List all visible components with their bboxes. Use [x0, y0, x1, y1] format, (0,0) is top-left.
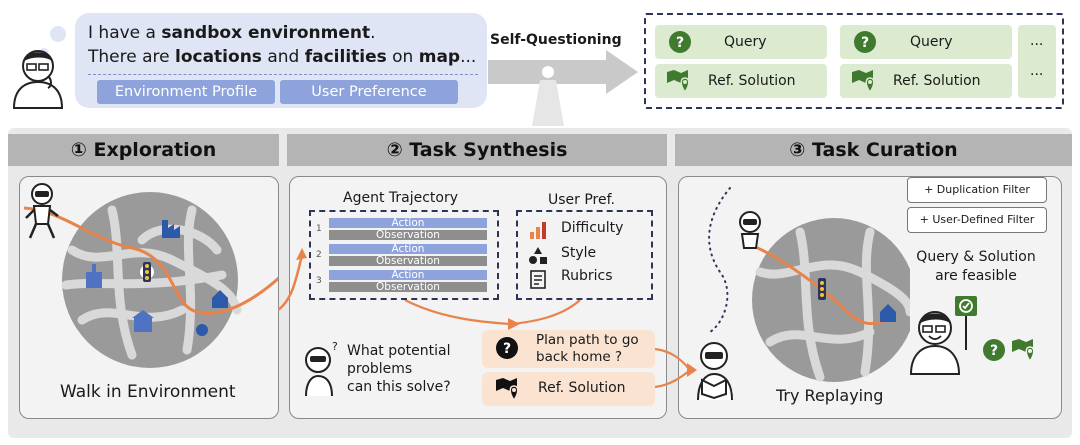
pref-rubrics: Rubrics	[561, 268, 613, 284]
map-pin-icon	[1012, 339, 1035, 363]
question-icon: ?	[669, 31, 691, 53]
pref-style: Style	[561, 245, 597, 261]
action-bar: Action	[329, 218, 487, 228]
bubble-divider	[88, 74, 478, 75]
exploration-caption: Walk in Environment	[60, 382, 236, 402]
thinking-robot-icon: ?	[305, 340, 338, 397]
robot-icon	[739, 211, 761, 249]
svg-text:?: ?	[861, 35, 869, 51]
question-icon: ?	[854, 31, 876, 53]
pref-title: User Pref.	[548, 192, 615, 208]
action-bar: Action	[329, 270, 487, 280]
step-number: 2	[316, 250, 322, 260]
duplication-filter: + Duplication Filter	[907, 177, 1047, 203]
question-line: problems	[347, 361, 413, 377]
happy-person-icon	[909, 296, 977, 375]
feasible-line: Query & Solution	[916, 249, 1036, 265]
question-icon: ?	[496, 337, 518, 359]
map-pin-icon	[852, 70, 875, 94]
synthesis-merge-arrows	[404, 300, 581, 330]
more-card	[1018, 25, 1056, 98]
walking-robot-icon	[25, 183, 59, 239]
exploration-to-synthesis-arrow	[278, 248, 307, 312]
observation-bar: Observation	[329, 282, 487, 292]
stage-synthesis: ② Task Synthesis	[287, 134, 667, 166]
trajectory-title: Agent Trajectory	[343, 190, 459, 206]
synthesis-to-curation-arrows	[655, 347, 697, 389]
pref-box	[516, 210, 653, 300]
map-pin-icon	[667, 70, 690, 94]
difficulty-icon	[530, 222, 546, 239]
more-dots-1: ...	[1030, 33, 1044, 49]
feasible-line: are feasible	[935, 268, 1017, 284]
style-icon	[529, 247, 547, 264]
ref-label-2: Ref. Solution	[893, 73, 981, 89]
plan-query-text: Plan path to go back home ?	[536, 332, 639, 366]
svg-text:?: ?	[503, 341, 511, 357]
plan-line: Plan path to go	[536, 332, 639, 348]
generated-tasks-box	[644, 13, 1064, 109]
observation-bar: Observation	[329, 256, 487, 266]
self-questioning-label: Self-Questioning	[490, 32, 622, 48]
query-label-1: Query	[724, 34, 767, 50]
step-number: 3	[316, 276, 322, 286]
bubble-line-1: I have a sandbox environment.	[88, 23, 376, 43]
reading-robot-icon	[697, 342, 733, 401]
ref-solution-label: Ref. Solution	[538, 380, 626, 396]
curation-caption: Try Replaying	[776, 386, 884, 405]
action-bar: Action	[329, 244, 487, 254]
map-pin-icon	[496, 378, 519, 402]
question-icon: ?	[983, 339, 1005, 361]
thinking-person-icon	[12, 26, 66, 109]
exploration-map	[23, 192, 278, 368]
user-defined-filter: + User-Defined Filter	[907, 207, 1047, 233]
query-label-2: Query	[910, 34, 953, 50]
self-questioning-arrow	[488, 50, 638, 126]
question-text: What potential problems can this solve?	[347, 342, 451, 396]
ref-label-1: Ref. Solution	[708, 73, 796, 89]
feasible-text: Query & Solution are feasible	[915, 248, 1037, 286]
question-line: What potential	[347, 343, 451, 359]
stage-curation: ③ Task Curation	[675, 134, 1072, 166]
svg-text:?: ?	[332, 340, 338, 353]
stage-exploration: ① Exploration	[8, 134, 279, 166]
user-pref-pill: User Preference	[280, 80, 458, 104]
rubrics-icon	[530, 270, 546, 289]
svg-text:?: ?	[676, 35, 684, 51]
question-line: can this solve?	[347, 379, 451, 395]
more-dots-2: ...	[1030, 63, 1044, 79]
svg-text:?: ?	[990, 343, 998, 359]
observation-bar: Observation	[329, 230, 487, 240]
bubble-line-2: There are locations and facilities on ma…	[88, 47, 477, 67]
step-number: 1	[316, 224, 322, 234]
plan-line: back home ?	[536, 349, 623, 365]
curation-map	[708, 187, 910, 382]
pref-difficulty: Difficulty	[561, 220, 624, 236]
env-profile-pill: Environment Profile	[97, 80, 275, 104]
